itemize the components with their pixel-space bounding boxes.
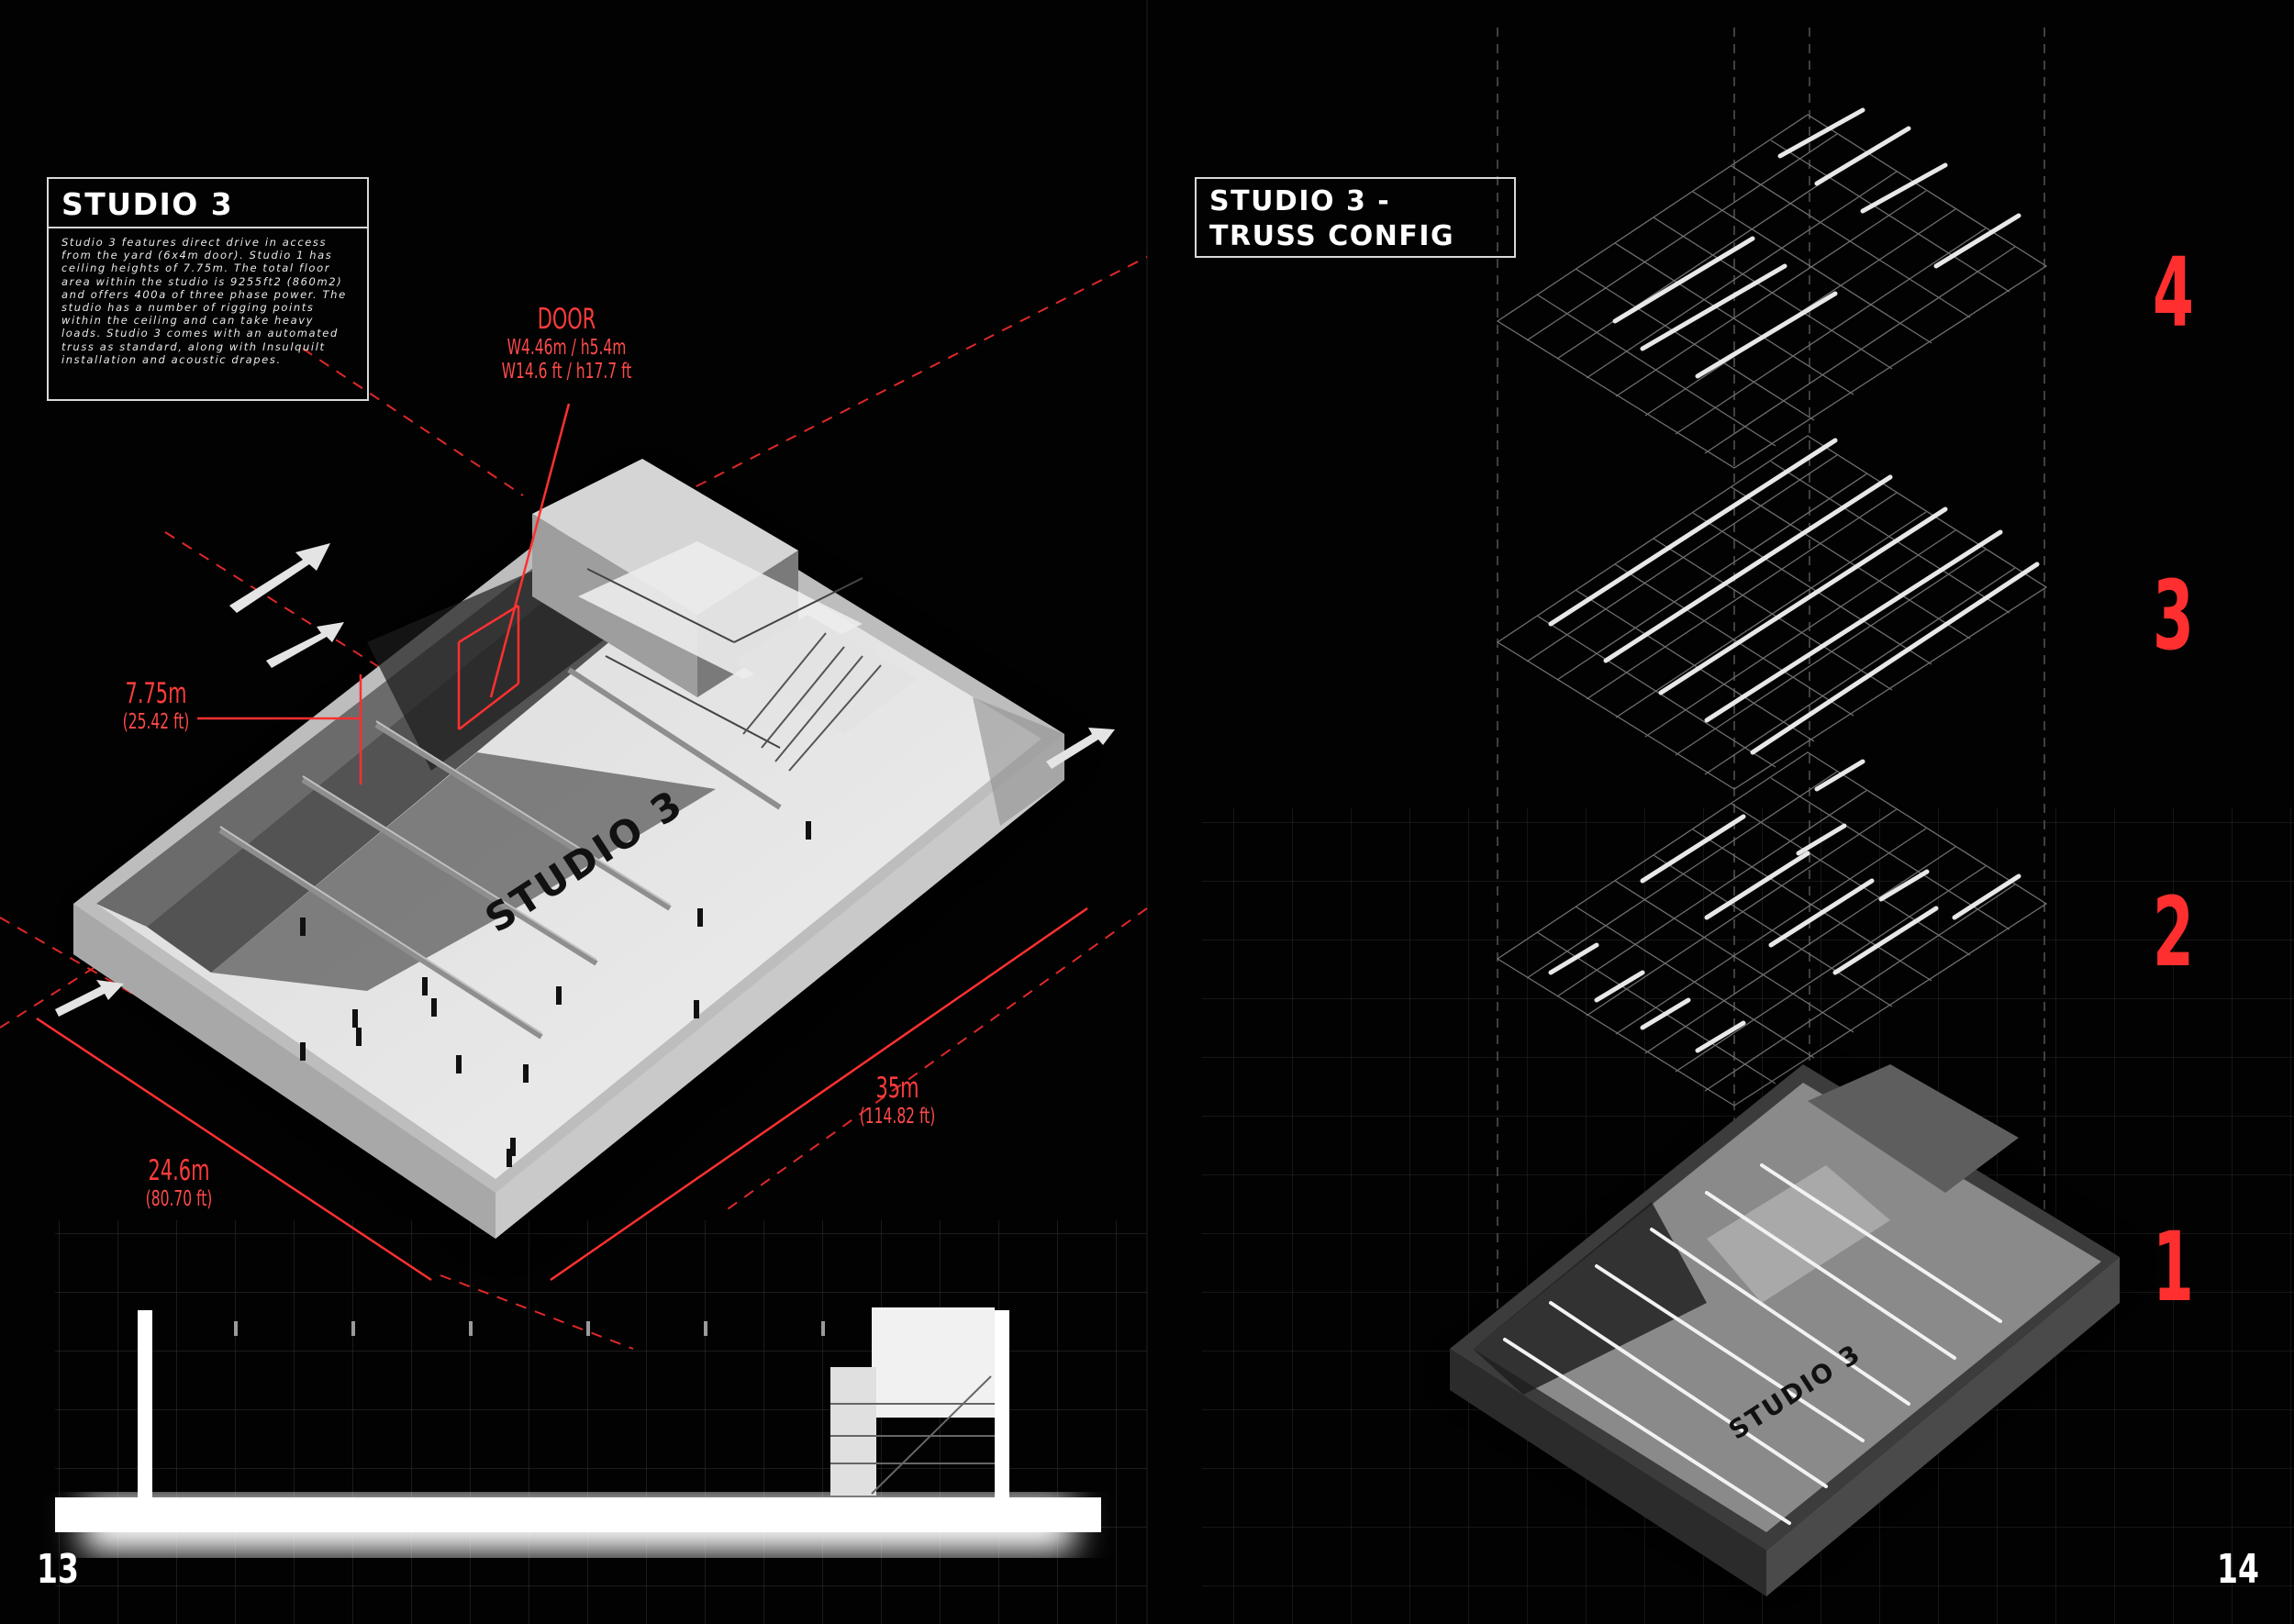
door-metric: W4.46m / h5.4m bbox=[507, 336, 627, 360]
page-number-left: 13 bbox=[37, 1546, 79, 1593]
length-metric: 35m bbox=[875, 1072, 919, 1105]
red-dimension-lines bbox=[36, 403, 1088, 1282]
config-number-1: 1 bbox=[2153, 1211, 2194, 1323]
length-imperial: (114.82 ft) bbox=[859, 1105, 936, 1129]
config-number-4: 4 bbox=[2153, 237, 2194, 349]
door-imperial: W14.6 ft / h17.7 ft bbox=[501, 360, 632, 384]
glowing-trusses bbox=[1548, 107, 2040, 1053]
door-dimension-label: DOOR W4.46m / h5.4m W14.6 ft / h17.7 ft bbox=[477, 303, 656, 384]
truss-config-title-box: STUDIO 3 - TRUSS CONFIG bbox=[1195, 177, 1516, 258]
studio-title: STUDIO 3 bbox=[61, 186, 234, 222]
truss-plane-2 bbox=[1496, 751, 2048, 1107]
studio-info-box: STUDIO 3 Studio 3 features direct drive … bbox=[47, 177, 369, 401]
truss-bars bbox=[218, 667, 782, 1040]
section-drawing bbox=[55, 1307, 1101, 1552]
truss-config-1-model bbox=[1450, 1064, 2129, 1596]
truss-config-title-line2: TRUSS CONFIG bbox=[1209, 220, 1455, 252]
length-dimension-label: 35m (114.82 ft) bbox=[842, 1072, 952, 1129]
truss-config-title-line1: STUDIO 3 - bbox=[1209, 185, 1391, 217]
studio-3-axonometric-model bbox=[36, 403, 1115, 1282]
config-1-trusses bbox=[1503, 1163, 2002, 1525]
height-dimension-label: 7.75m (25.42 ft) bbox=[101, 677, 211, 734]
width-dimension-label: 24.6m (80.70 ft) bbox=[124, 1154, 234, 1211]
config-number-3: 3 bbox=[2153, 560, 2194, 672]
left-bottom-grid bbox=[55, 1220, 1147, 1624]
height-imperial: (25.42 ft) bbox=[122, 710, 190, 734]
truss-plane-3 bbox=[1496, 435, 2048, 790]
config-number-2: 2 bbox=[2153, 876, 2194, 988]
height-metric: 7.75m bbox=[125, 677, 187, 710]
page-number-right: 14 bbox=[2217, 1546, 2259, 1593]
width-imperial: (80.70 ft) bbox=[145, 1187, 213, 1211]
door-label: DOOR bbox=[537, 303, 596, 336]
access-arrows bbox=[55, 543, 1115, 1017]
width-metric: 24.6m bbox=[148, 1154, 210, 1187]
truss-plane-4 bbox=[1496, 114, 2048, 469]
title-divider bbox=[49, 227, 367, 228]
people-figures bbox=[300, 821, 811, 1167]
studio-description: Studio 3 features direct drive in access… bbox=[61, 236, 347, 366]
truss-highlights bbox=[219, 720, 671, 1034]
